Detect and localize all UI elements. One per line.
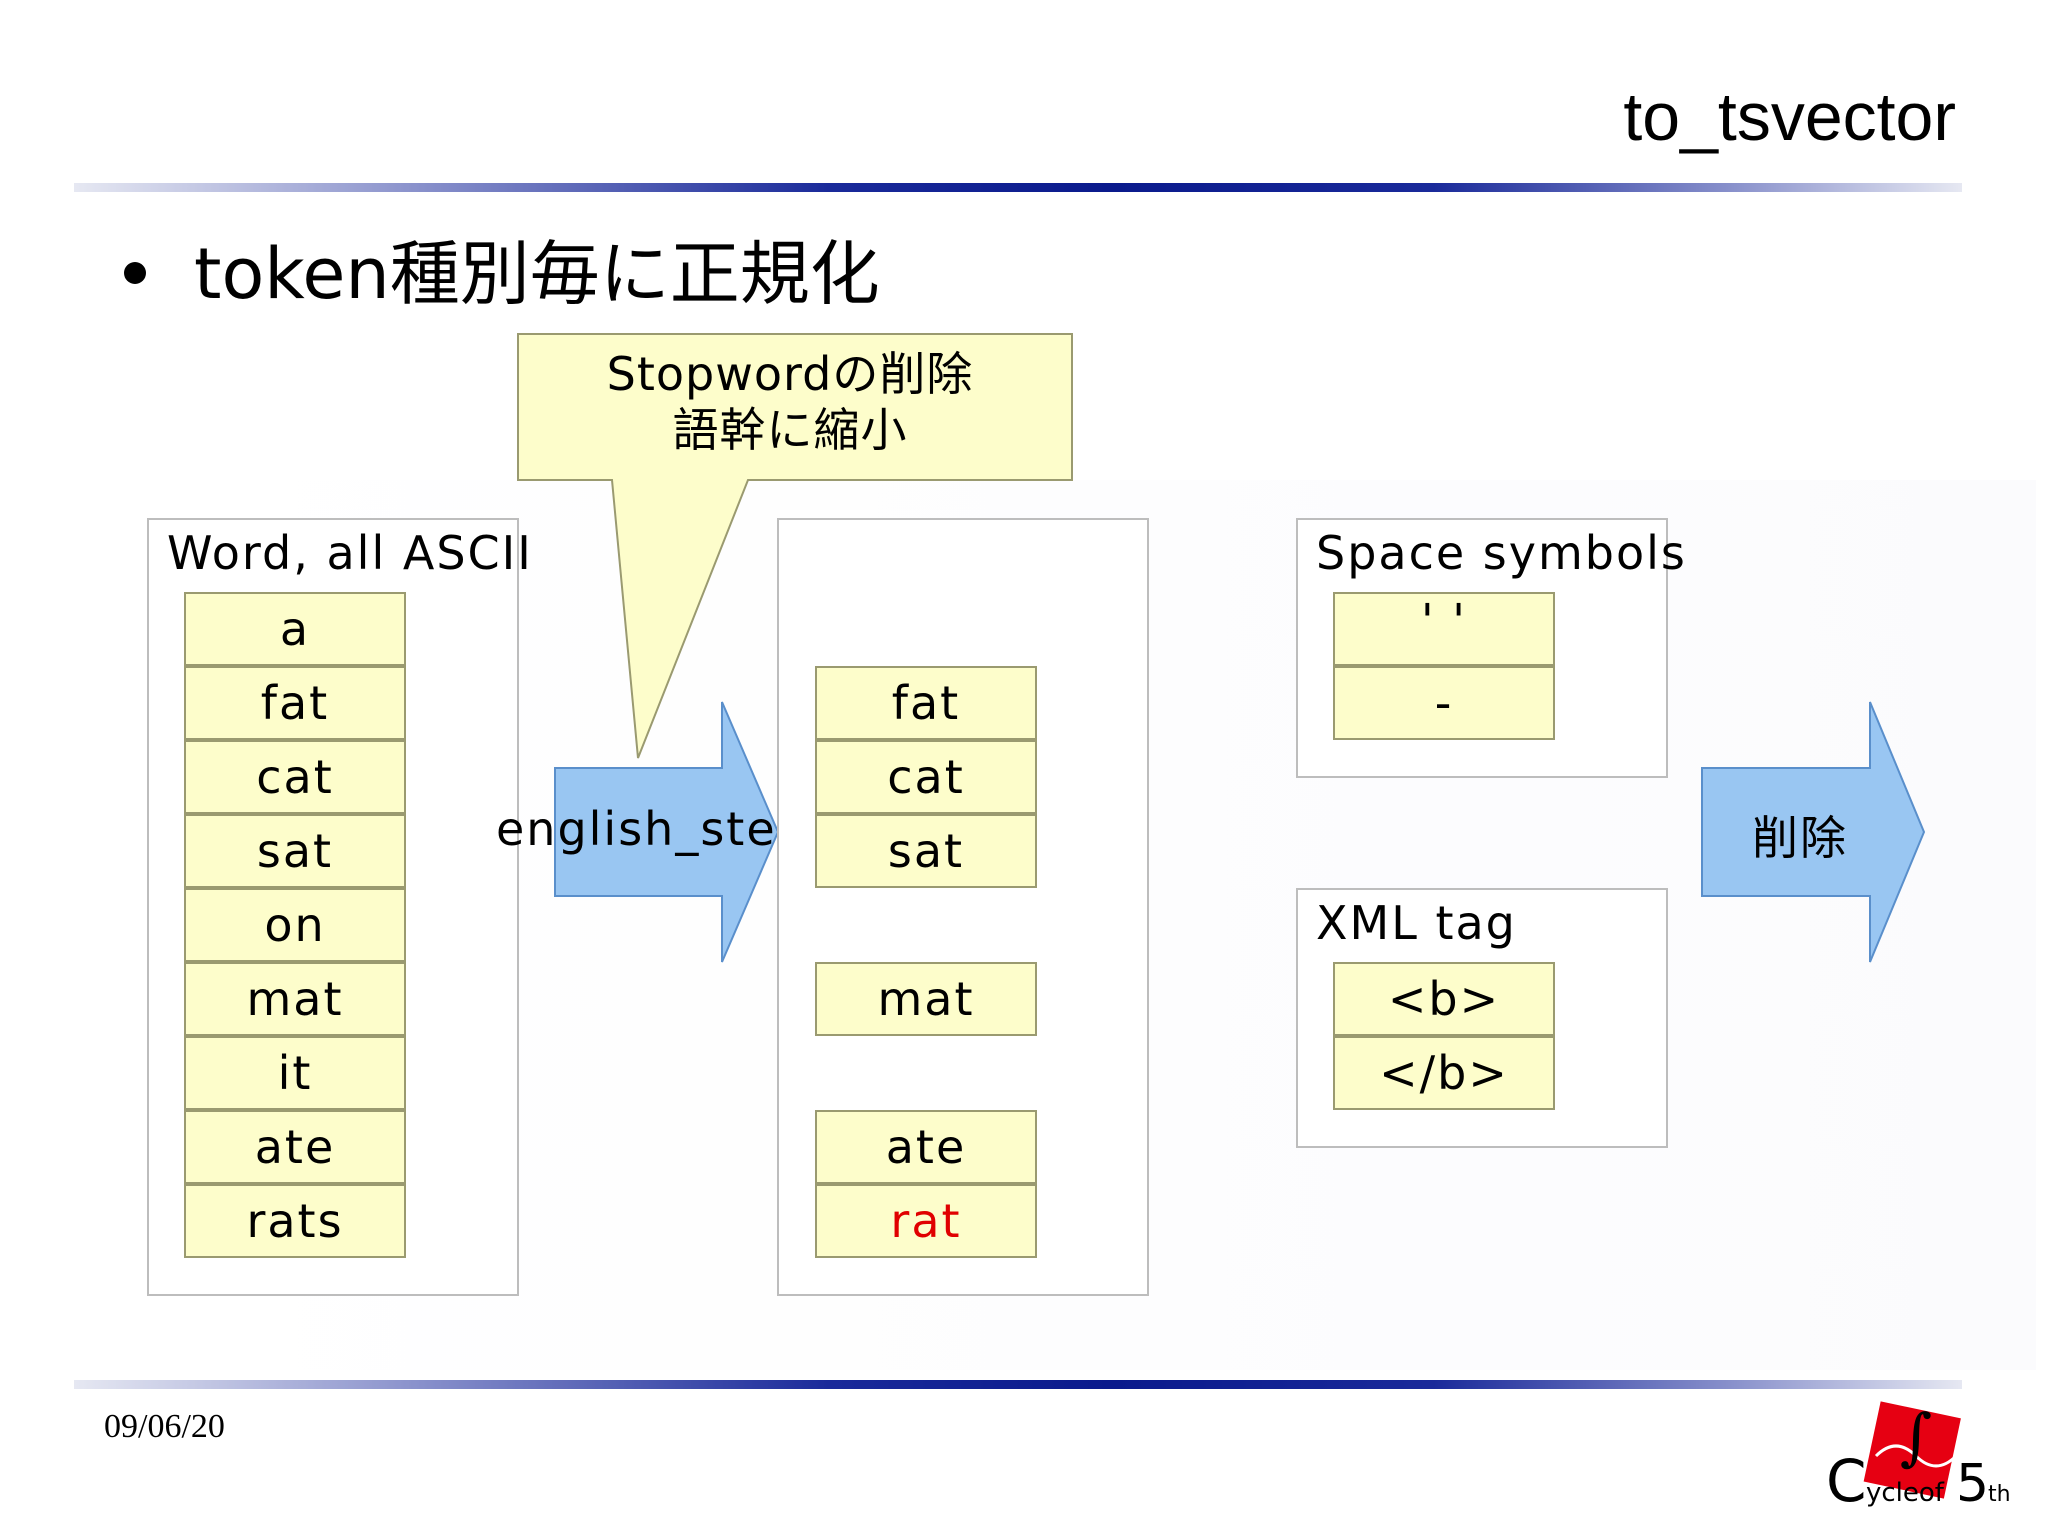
- remove-arrow-icon: [1701, 701, 1926, 963]
- top-divider: [74, 183, 1962, 192]
- stemmed-token-cell: ate: [815, 1110, 1037, 1184]
- xml-token-cell: <b>: [1333, 962, 1555, 1036]
- token-cell: a: [184, 592, 406, 666]
- token-cell: fat: [184, 666, 406, 740]
- stemmed-token-cell: fat: [815, 666, 1037, 740]
- remove-arrow-label: 削除: [1752, 811, 1848, 865]
- bullet-text: token種別毎に正規化: [194, 233, 880, 315]
- slide-title: to_tsvector: [1623, 79, 1956, 155]
- token-cell: it: [184, 1036, 406, 1110]
- svg-text:th: th: [1988, 1482, 2011, 1507]
- token-cell: ate: [184, 1110, 406, 1184]
- bottom-divider: [74, 1380, 1962, 1389]
- token-cell: mat: [184, 962, 406, 1036]
- panel-title-xml: XML tag: [1316, 896, 1517, 950]
- token-cell: on: [184, 888, 406, 962]
- panel-title-space: Space symbols: [1316, 526, 1687, 580]
- svg-text:∫: ∫: [1900, 1400, 1932, 1473]
- stem-arrow-label: english_stem: [496, 802, 824, 856]
- svg-text:C: C: [1826, 1447, 1867, 1515]
- stemmed-token-cell: cat: [815, 740, 1037, 814]
- slide-date: 09/06/20: [104, 1408, 225, 1445]
- token-cell: sat: [184, 814, 406, 888]
- space-token-cell: ' ': [1333, 592, 1555, 666]
- callout-line-2: 語幹に縮小: [672, 403, 908, 457]
- panel-title-word: Word, all ASCII: [167, 526, 533, 580]
- stemmed-token-cell: mat: [815, 962, 1037, 1036]
- svg-text:5: 5: [1956, 1454, 1989, 1514]
- bullet-item: token種別毎に正規化: [124, 218, 880, 319]
- callout-text: Stopwordの削除 語幹に縮小: [520, 346, 1060, 458]
- space-token-cell: -: [1333, 666, 1555, 740]
- callout-bubble: [517, 333, 1073, 759]
- stem-arrow-icon: [554, 701, 780, 963]
- stemmed-token-cell: sat: [815, 814, 1037, 888]
- bullet-dot-icon: [124, 261, 146, 284]
- xml-token-cell: </b>: [1333, 1036, 1555, 1110]
- callout-line-1: Stopwordの削除: [606, 347, 974, 401]
- stemmed-token-cell-highlight: rat: [815, 1184, 1037, 1258]
- svg-text:ycleof: ycleof: [1866, 1478, 1945, 1508]
- token-cell: cat: [184, 740, 406, 814]
- cycleof5th-logo-icon: ∫ C ycleof 5 th: [1826, 1400, 2011, 1515]
- token-cell: rats: [184, 1184, 406, 1258]
